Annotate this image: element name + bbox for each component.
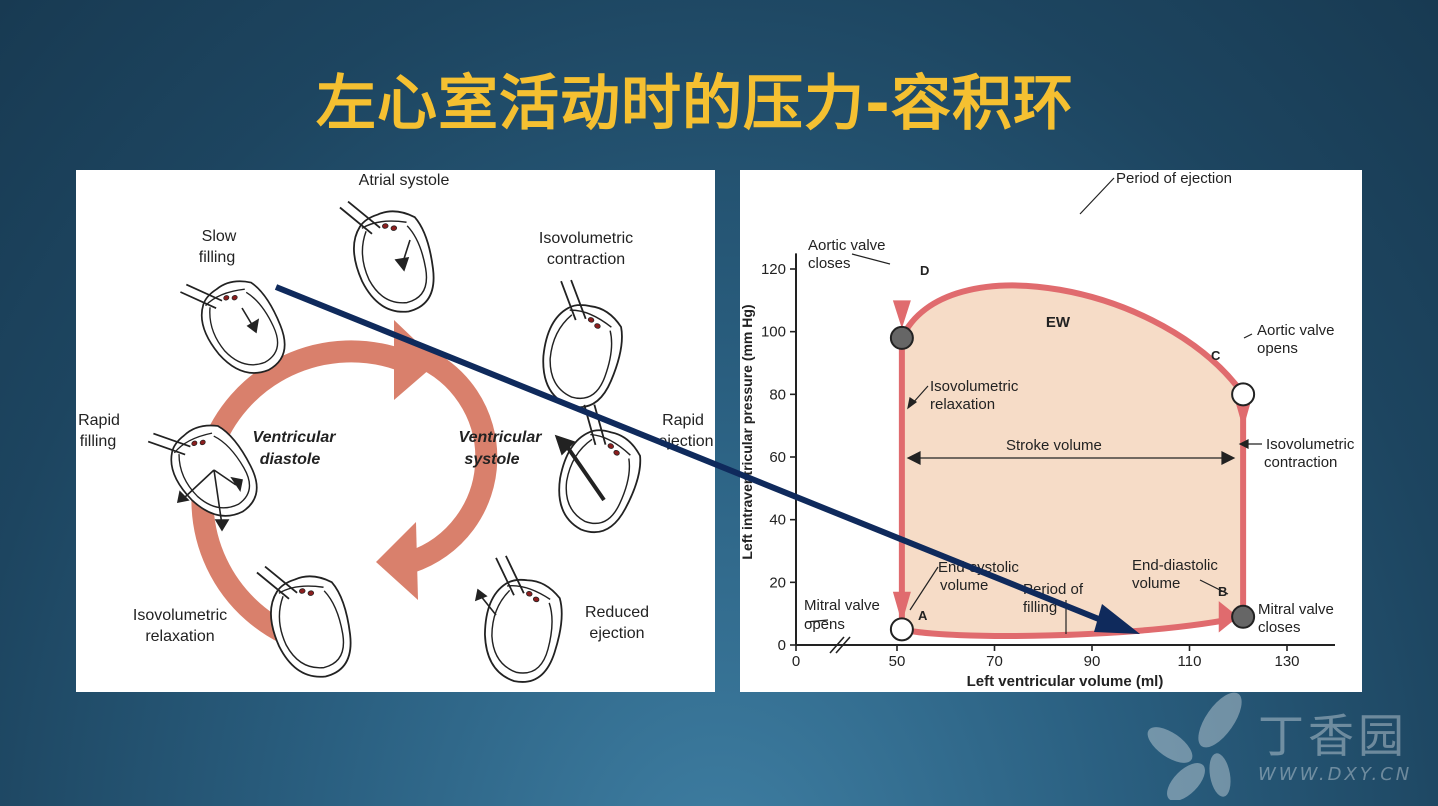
label-rapid-filling-2: filling xyxy=(80,433,116,450)
loop-area xyxy=(901,285,1244,636)
watermark-text: 丁香园 xyxy=(1258,709,1408,763)
label-isovol-contraction-1: Isovolumetric xyxy=(539,230,633,247)
watermark-url: WWW.DXY.CN xyxy=(1258,764,1413,785)
y-tick-label: 0 xyxy=(778,637,786,654)
slide-title: 左心室活动时的压力-容积环 xyxy=(316,69,1074,139)
label-c-2: opens xyxy=(1257,340,1298,357)
y-tick-label: 100 xyxy=(761,324,786,341)
label-atrial-systole: Atrial systole xyxy=(359,172,450,189)
x-tick-label: 50 xyxy=(889,653,906,670)
label-isovol-relaxation-2: relaxation xyxy=(145,628,214,645)
loop-arrow-up xyxy=(1235,400,1252,429)
label-b-2: closes xyxy=(1258,619,1301,636)
chart-ticks: 0 20 40 60 80 100 120 0 50 70 90 110 130 xyxy=(761,261,1300,670)
point-d-label: D xyxy=(920,263,929,278)
x-axis-label: Left ventricular volume (ml) xyxy=(967,673,1164,690)
axis-break-2 xyxy=(835,636,851,654)
point-b-marker xyxy=(1231,604,1256,629)
label-isovol-contraction-2: contraction xyxy=(547,251,625,268)
loop-arrow-down-bottom xyxy=(892,591,911,624)
label-ventricular-diastole-2: diastole xyxy=(260,451,321,468)
label-ventricular-systole-1: Ventricular xyxy=(459,429,543,446)
y-tick-label: 80 xyxy=(769,386,786,403)
area-label-ew: EW xyxy=(1046,314,1071,331)
point-b-label: B xyxy=(1218,584,1227,599)
x-tick-label: 90 xyxy=(1084,653,1101,670)
label-rapid-filling-1: Rapid xyxy=(78,412,120,429)
label-d-2: closes xyxy=(808,255,851,272)
loop-arrow-down-top xyxy=(892,300,911,329)
annot-stroke-volume: Stroke volume xyxy=(1006,437,1102,454)
chart-axes xyxy=(795,253,1335,654)
annot-isovol-relax-1: Isovolumetric xyxy=(930,378,1019,395)
label-a-1: Mitral valve xyxy=(804,597,880,614)
annot-end-systolic-2: volume xyxy=(940,577,988,594)
label-d-1: Aortic valve xyxy=(808,237,886,254)
watermark-logo-icon xyxy=(1147,692,1242,800)
y-tick-label: 120 xyxy=(761,261,786,278)
label-reduced-ejection-2: ejection xyxy=(589,625,644,642)
x-tick-label: 110 xyxy=(1178,653,1202,670)
x-tick-label: 70 xyxy=(986,653,1003,670)
point-c-label: C xyxy=(1211,348,1221,363)
label-slow-filling-1: Slow xyxy=(202,228,237,245)
y-tick-label: 40 xyxy=(769,512,786,529)
label-ventricular-diastole-1: Ventricular xyxy=(253,429,337,446)
point-a-marker xyxy=(889,617,914,642)
x-tick-label: 0 xyxy=(792,653,800,670)
flow-arrows xyxy=(176,239,606,616)
annotation-leaders xyxy=(805,177,1262,634)
point-d-marker xyxy=(889,325,914,350)
label-rapid-ejection-1: Rapid xyxy=(662,412,704,429)
label-isovol-relaxation-1: Isovolumetric xyxy=(133,607,227,624)
x-tick-label: 130 xyxy=(1274,653,1299,670)
annot-isovol-contr-2: contraction xyxy=(1264,454,1337,471)
label-b-1: Mitral valve xyxy=(1258,601,1334,618)
point-a-label: A xyxy=(918,608,928,623)
chart-points xyxy=(889,300,1256,642)
annot-period-filling-2: filling xyxy=(1023,599,1057,616)
loop-arrow-right xyxy=(1218,601,1239,633)
annot-end-diastolic-2: volume xyxy=(1132,575,1180,592)
label-ventricular-systole-2: systole xyxy=(464,451,519,468)
y-tick-label: 20 xyxy=(769,574,786,591)
label-slow-filling-2: filling xyxy=(199,249,235,266)
cardiac-cycle-panel: Atrial systole Slow filling Isovolumetri… xyxy=(76,170,715,692)
label-c-1: Aortic valve xyxy=(1257,322,1335,339)
y-axis-label: Left intraventricular pressure (mm Hg) xyxy=(740,304,755,559)
y-tick-label: 60 xyxy=(769,449,786,466)
label-a-2: opens xyxy=(804,616,845,633)
annot-isovol-relax-2: relaxation xyxy=(930,396,995,413)
annot-end-diastolic-1: End-diastolic xyxy=(1132,557,1218,574)
axis-break-1 xyxy=(829,636,845,654)
annot-isovol-contr-1: Isovolumetric xyxy=(1266,436,1355,453)
point-c-marker xyxy=(1231,382,1256,407)
annot-period-of-ejection: Period of ejection xyxy=(1116,170,1232,187)
label-reduced-ejection-1: Reduced xyxy=(585,604,649,621)
